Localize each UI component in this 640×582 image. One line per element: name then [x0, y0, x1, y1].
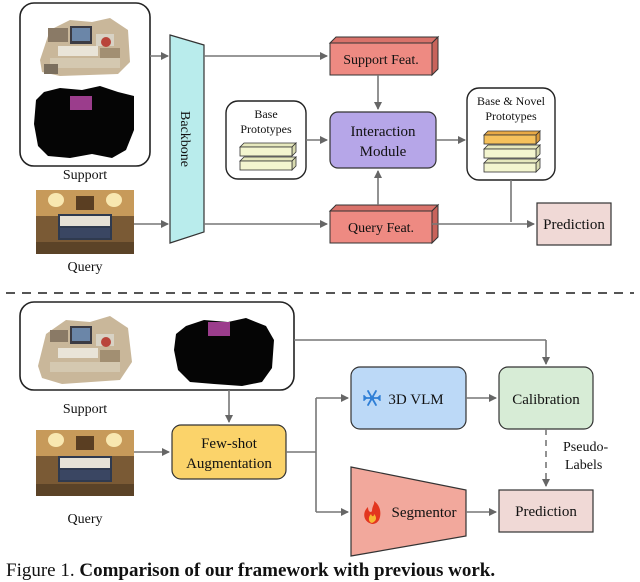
bottom-support-point-cloud	[38, 316, 132, 384]
calibration-label: Calibration	[512, 392, 580, 408]
caption-bold-text: Comparison of our framework with previou…	[79, 560, 496, 581]
top-support-label: Support	[63, 168, 107, 183]
base-novel-label-1: Base & Novel	[477, 94, 546, 108]
support-mask-image	[34, 86, 134, 158]
3d-vlm-label: 3D VLM	[388, 392, 443, 408]
base-prototypes-label-2: Prototypes	[240, 122, 292, 136]
interaction-module-label-1: Interaction	[351, 124, 416, 140]
bottom-prediction-label: Prediction	[515, 504, 577, 520]
bottom-query-label: Query	[68, 512, 103, 527]
bottom-prediction-block	[498, 489, 594, 533]
base-prototype-bars	[239, 142, 297, 171]
segmentor-block	[350, 466, 467, 557]
caption-prefix: Figure 1.	[6, 560, 75, 581]
backbone-block	[169, 34, 205, 244]
bottom-query-room-image	[36, 430, 134, 496]
backbone-label: Backbone	[177, 111, 192, 167]
top-prediction-block	[536, 202, 612, 246]
augmentation-label-1: Few-shot	[201, 436, 258, 452]
top-query-label: Query	[68, 260, 103, 275]
pseudo-labels-label-2: Labels	[565, 458, 602, 473]
pseudo-labels-label-1: Pseudo-	[563, 440, 608, 455]
figure-caption: Figure 1. Comparison of our framework wi…	[6, 560, 640, 582]
base-novel-label-2: Prototypes	[485, 109, 537, 123]
snowflake-icon	[363, 390, 381, 406]
segmentor-label: Segmentor	[392, 505, 457, 521]
query-feat-label: Query Feat.	[348, 221, 414, 236]
augmentation-label-2: Augmentation	[186, 456, 272, 472]
interaction-module-label-2: Module	[360, 144, 407, 160]
bottom-support-label: Support	[63, 402, 107, 417]
support-feat-label: Support Feat.	[343, 53, 418, 68]
query-feat-block: Query Feat.	[328, 203, 440, 245]
bottom-support-mask	[174, 318, 274, 386]
support-point-cloud-image	[34, 14, 132, 76]
base-prototypes-label-1: Base	[254, 107, 277, 121]
query-room-image	[36, 190, 134, 254]
framework-diagram: Support Query Backbone Support Feat. Que…	[6, 2, 634, 557]
top-prediction-label: Prediction	[543, 217, 605, 233]
fire-icon	[364, 501, 381, 524]
base-novel-prototype-bars	[483, 130, 541, 173]
support-feat-block: Support Feat.	[328, 35, 440, 77]
